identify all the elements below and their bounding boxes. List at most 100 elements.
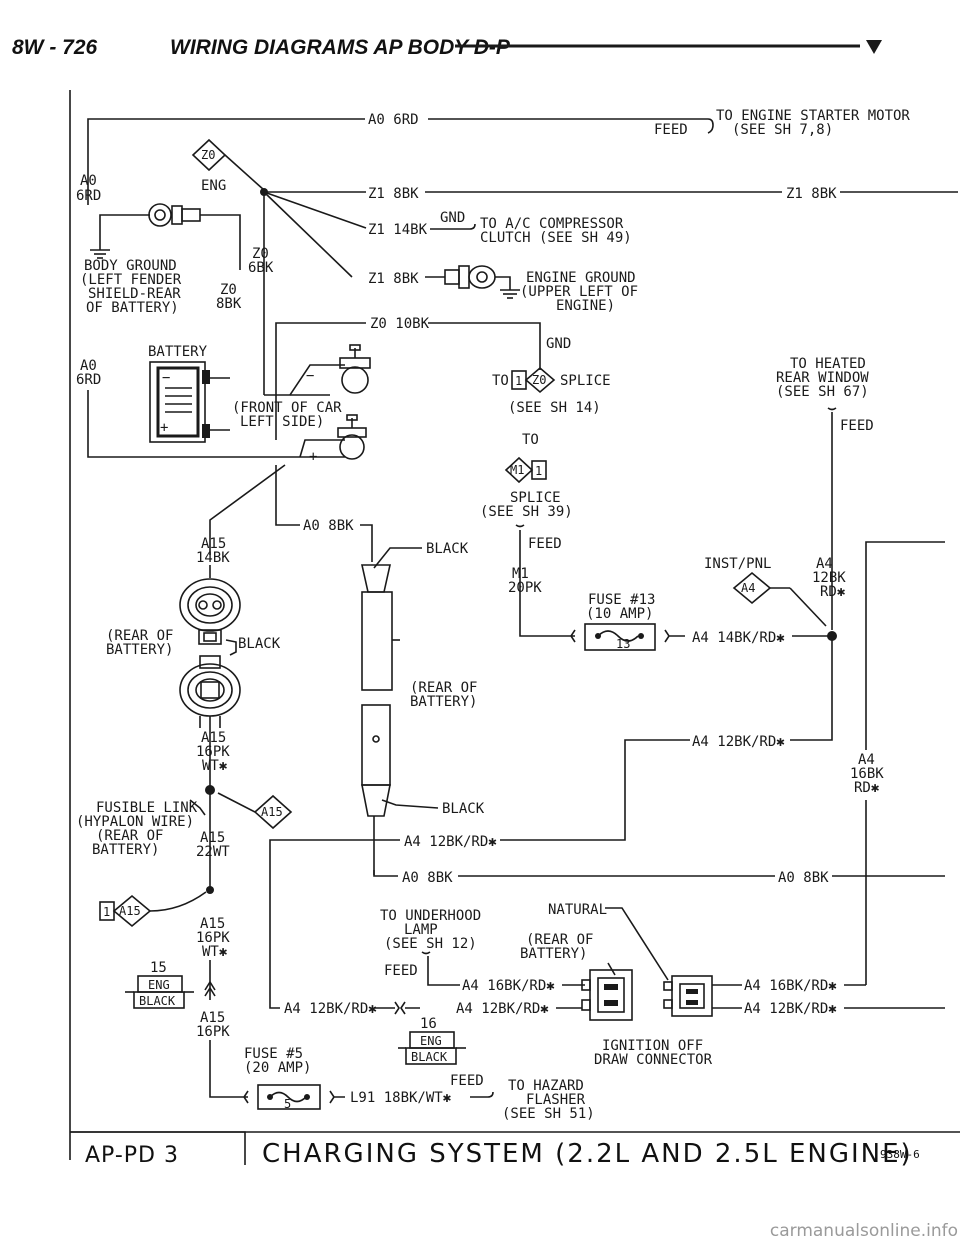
- black-leader-left: [225, 639, 237, 656]
- wire-label-z0-10bk: Z0 10BK: [370, 316, 430, 332]
- fuse-13-label: FUSE #13: [588, 592, 655, 608]
- fuse-5: [238, 1084, 345, 1110]
- a4-12bk-rd-wire-center: [500, 739, 690, 841]
- a0-8bk-wire-lower-left: [373, 870, 398, 877]
- fusible-link-label-3: (REAR OF: [96, 828, 163, 844]
- a15-connector-diamond: A15: [253, 794, 293, 830]
- wire-label-a4-12bk-rd-bottom: A4 12BK/RD✱: [284, 1001, 377, 1017]
- a15-14bk-wire: [209, 464, 286, 555]
- wire-label-16bk: 16BK: [850, 766, 884, 782]
- wire-label-a4-16bk-rd-left: A4 16BK/RD✱: [462, 978, 555, 994]
- wire-label-rd-right: RD✱: [854, 780, 880, 796]
- svg-text:A4: A4: [741, 581, 755, 595]
- battery-symbol: [149, 361, 210, 443]
- engine-ground-label: ENGINE GROUND: [526, 270, 636, 286]
- wire-label-16pk-b: 16PK: [196, 930, 230, 946]
- wire-label-rd-top: RD✱: [820, 584, 846, 600]
- fusible-link-label: FUSIBLE LINK: [96, 800, 198, 816]
- battery-minus-sign: −: [162, 370, 170, 386]
- underhood-feed-wire: [427, 956, 460, 986]
- wire-label-a4-14bk-rd: A4 14BK/RD✱: [692, 630, 785, 646]
- feed-label-starter: FEED: [654, 122, 688, 138]
- m1-splice-connector: M1 1: [504, 456, 547, 484]
- wire-label-a15-d: A15: [200, 916, 225, 932]
- wire-label-z1-8bk: Z1 8BK: [368, 186, 419, 202]
- wire-label-a15-e: A15: [200, 1010, 225, 1026]
- wire-label-l91: L91 18BK/WT✱: [350, 1090, 452, 1106]
- wire-label-z1-8bk-right: Z1 8BK: [786, 186, 837, 202]
- fuse-13-rating-label: (10 AMP): [586, 606, 653, 622]
- a4-upper-right-wire: [865, 541, 945, 562]
- wire-label-a4-12bk-rd-bottom-2: A4 12BK/RD✱: [456, 1001, 549, 1017]
- fuse-5-cavity: 5: [284, 1097, 291, 1111]
- connector-16-label: 16: [420, 1016, 437, 1032]
- rear-of-battery-label-left-2: BATTERY): [106, 642, 173, 658]
- wire-label-z1-8bk-eng: Z1 8BK: [368, 271, 419, 287]
- wire-label-wt: WT✱: [202, 758, 228, 774]
- eng-label-16: ENG: [420, 1034, 442, 1048]
- wire-label-a0-8bk: A0 8BK: [303, 518, 354, 534]
- page-reference: 8W - 726: [12, 36, 98, 59]
- wire-label-16pk-c: 16PK: [196, 1024, 230, 1040]
- svg-text:Z0: Z0: [201, 148, 215, 162]
- page-header-title: WIRING DIAGRAMS AP BODY D-P: [170, 36, 511, 59]
- black-label-16: BLACK: [411, 1050, 448, 1064]
- m1-20pk-wire: [519, 530, 562, 637]
- splice-label-z0: SPLICE: [560, 373, 611, 389]
- fusible-link-leader: [189, 799, 206, 816]
- to-label-z0: TO: [492, 373, 509, 389]
- wire-label-a4-12bk-rd-lower-right: A4 12BK/RD✱: [744, 1001, 837, 1017]
- natural-label: NATURAL: [548, 902, 607, 918]
- svg-text:1: 1: [103, 905, 110, 919]
- fuse-13-cavity: 13: [616, 637, 630, 651]
- a15-inline-connector: 1 A15: [99, 891, 207, 928]
- rear-of-battery-connector-body: [361, 564, 400, 875]
- gnd-label-ac: GND: [440, 210, 465, 226]
- negative-battery-clamp: [264, 344, 371, 396]
- l91-wire: [470, 1091, 494, 1098]
- rear-of-battery-label-center: (REAR OF: [410, 680, 477, 696]
- black-leader-center-top: [373, 547, 422, 569]
- a4-12bk-rd-wire-right: [790, 640, 833, 741]
- wire-label-a0-b: A0: [80, 358, 97, 374]
- wire-label-a4-12bk-rd-right: A4 12BK/RD✱: [692, 734, 785, 750]
- fuse-5-rating-label: (20 AMP): [244, 1060, 311, 1076]
- fusible-link-connector-upper: [179, 578, 241, 645]
- to-starter-sheet-label: (SEE SH 7,8): [732, 122, 833, 138]
- ground-fanout-wires: [239, 191, 367, 395]
- fusible-link-label-4: BATTERY): [92, 842, 159, 858]
- z0-connector-diamond: Z0: [191, 138, 265, 191]
- a0-6rd-feed-wire: [87, 118, 714, 205]
- fusible-link-label-2: (HYPALON WIRE): [76, 814, 194, 830]
- wire-label-a0: A0: [80, 173, 97, 189]
- engine-ground-label-2: (UPPER LEFT OF: [520, 284, 638, 300]
- wire-label-z1-14bk: Z1 14BK: [368, 222, 428, 238]
- a4-splice-dot: [827, 631, 837, 641]
- rear-of-battery-label-left: (REAR OF: [106, 628, 173, 644]
- wire-label-a15: A15: [201, 536, 226, 552]
- see-sh-14-label: (SEE SH 14): [508, 400, 601, 416]
- svg-text:M1: M1: [510, 463, 524, 477]
- underhood-label: TO UNDERHOOD: [380, 908, 481, 924]
- wire-label-a0-8bk-lower-right: A0 8BK: [778, 870, 829, 886]
- feed-label-underhood: FEED: [384, 963, 418, 979]
- feed-label-m1: FEED: [528, 536, 562, 552]
- black-label-15: BLACK: [139, 994, 176, 1008]
- engine-ground-eyelet: [425, 265, 520, 299]
- wire-label-12bk: 12BK: [812, 570, 846, 586]
- a15-to-fuse5-wire: [209, 1040, 238, 1098]
- wire-label-a0-6rd: A0 6RD: [368, 112, 419, 128]
- eng-label: ENG: [201, 178, 226, 194]
- front-of-car-label: (FRONT OF CAR: [232, 400, 342, 416]
- to-ac-label: TO A/C COMPRESSOR: [480, 216, 624, 232]
- wire-label-20pk: 20PK: [508, 580, 542, 596]
- body-ground-label-4: OF BATTERY): [86, 300, 179, 316]
- body-ground-eyelet: [90, 203, 241, 259]
- to-hazard-label-3: (SEE SH 51): [502, 1106, 595, 1122]
- splice-label-m1: SPLICE: [510, 490, 561, 506]
- wire-label-a4-right: A4: [858, 752, 875, 768]
- to-hazard-label: TO HAZARD: [508, 1078, 584, 1094]
- feed-label-hazard: FEED: [450, 1073, 484, 1089]
- eng-black-connector-15: [125, 975, 194, 1009]
